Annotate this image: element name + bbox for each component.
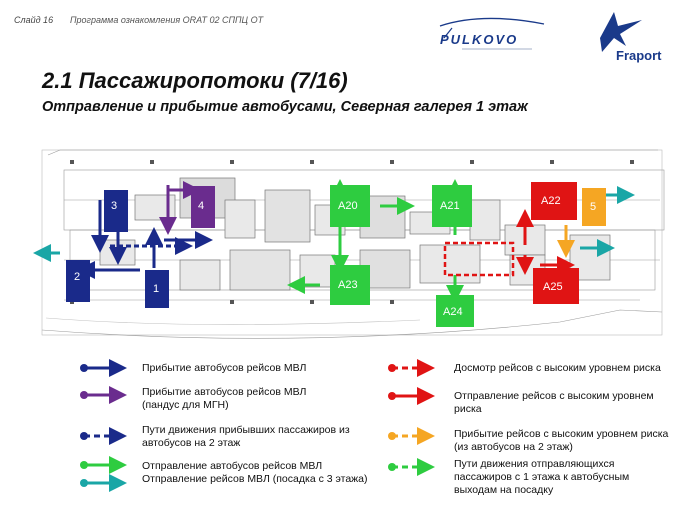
gate-2: 2 xyxy=(66,260,90,302)
gate-4: 4 xyxy=(191,186,215,228)
gate-a22: A22 xyxy=(531,182,577,220)
svg-text:A21: A21 xyxy=(440,200,460,212)
fraport-logo: Fraport xyxy=(600,12,662,63)
legend-text-right-2: Отправление рейсов с высоким уровнем рис… xyxy=(454,390,654,415)
svg-text:A25: A25 xyxy=(543,281,563,293)
pulkovo-logo-text: PULKOVO xyxy=(440,32,518,47)
legend-text-left-2: Прибытие автобусов рейсов МВЛ (пандус дл… xyxy=(142,386,307,411)
gate-a21: A21 xyxy=(432,185,472,227)
gate-a20: A20 xyxy=(330,185,370,227)
pulkovo-logo: PULKOVO xyxy=(439,17,545,50)
gate-5: 5 xyxy=(582,188,606,226)
svg-text:5: 5 xyxy=(590,201,596,213)
svg-text:A22: A22 xyxy=(541,195,561,207)
gate-a25: A25 xyxy=(533,268,579,304)
gate-a23: A23 xyxy=(330,265,370,305)
gate-3: 3 xyxy=(104,190,128,232)
page-title: 2.1 Пассажиропотоки (7/16) xyxy=(42,68,348,93)
svg-text:3: 3 xyxy=(111,200,117,212)
legend-text-right-3: Прибытие рейсов с высоким уровнем риска … xyxy=(454,428,669,453)
gate-a24: A24 xyxy=(436,295,474,327)
svg-text:A20: A20 xyxy=(338,200,358,212)
fraport-logo-text: Fraport xyxy=(616,48,662,63)
svg-text:A24: A24 xyxy=(443,306,463,318)
program-name: Программа ознакомления ORAT 02 СППЦ ОТ xyxy=(70,15,264,25)
legend-text-right-4: Пути движения отправляющихся пассажиров … xyxy=(454,458,630,496)
legend-text-left-1: Прибытие автобусов рейсов МВЛ xyxy=(142,362,307,374)
legend-text-left-4: Отправление автобусов рейсов МВЛ Отправл… xyxy=(142,460,368,485)
high-risk-screening-zone xyxy=(443,241,515,277)
legend-symbols xyxy=(80,359,435,492)
svg-text:A23: A23 xyxy=(338,279,358,291)
gate-1: 1 xyxy=(145,270,169,308)
legend-text-right-1: Досмотр рейсов с высоким уровнем риска xyxy=(454,362,661,374)
legend-text-left-3: Пути движения прибывших пассажиров из ав… xyxy=(142,424,350,449)
page-subtitle: Отправление и прибытие автобусами, Север… xyxy=(42,99,528,115)
svg-text:1: 1 xyxy=(153,283,159,295)
svg-text:2: 2 xyxy=(74,271,80,283)
slide-number: Слайд 16 xyxy=(14,15,54,25)
red-high-risk-routes xyxy=(443,209,575,277)
svg-text:4: 4 xyxy=(198,200,204,212)
